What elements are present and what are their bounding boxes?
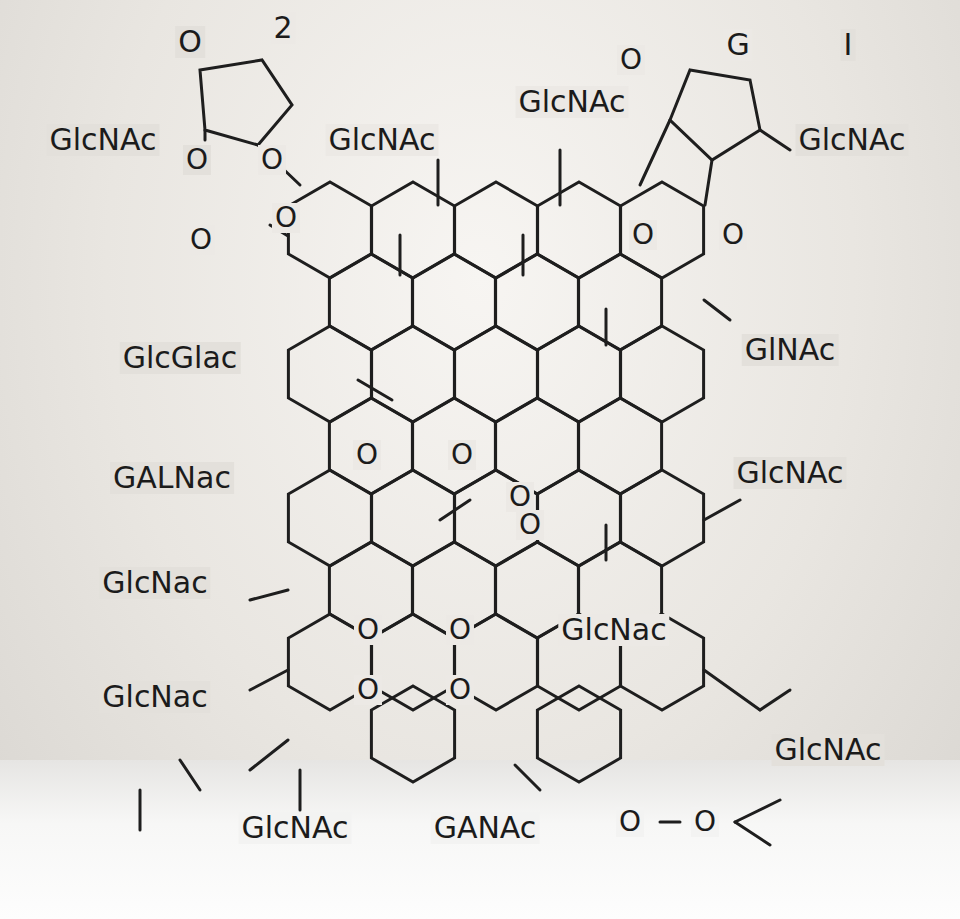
sugar-label: GlcNac: [99, 681, 210, 713]
atom-label: O: [506, 482, 534, 512]
hexagon-rings: [288, 182, 703, 782]
atom-label: O: [516, 510, 544, 540]
sugar-label: GALNac: [110, 462, 234, 494]
atom-label: O: [616, 807, 644, 837]
sugar-label: GlcNAc: [771, 734, 884, 766]
atom-label: O: [187, 225, 215, 255]
atom-label: O: [691, 807, 719, 837]
sugar-label: GlcNac: [99, 567, 210, 599]
sugar-label: GlcGlac: [120, 342, 241, 374]
atom-label: O: [353, 440, 381, 470]
atom-label: O: [183, 145, 211, 175]
atom-label: 2: [270, 12, 295, 44]
atom-label: O: [354, 615, 382, 645]
atom-label: O: [272, 203, 300, 233]
sugar-label: GlcNAc: [325, 124, 438, 156]
sugar-label: GlcNAc: [733, 457, 846, 489]
atom-label: O: [617, 45, 645, 75]
atom-label: O: [354, 675, 382, 705]
sugar-label: GlcNAc: [515, 86, 628, 118]
atom-label: O: [448, 440, 476, 470]
bonds: [140, 60, 790, 845]
atom-label: O: [719, 220, 747, 250]
atom-label: O: [446, 675, 474, 705]
sugar-label: GlNAc: [742, 334, 839, 366]
sugar-label: GlcNac: [558, 614, 669, 646]
atom-label: O: [629, 220, 657, 250]
sugar-label: GlcNAc: [238, 812, 351, 844]
atom-label: G: [723, 29, 752, 61]
atom-label: I: [841, 29, 856, 61]
sugar-label: GlcNAc: [46, 124, 159, 156]
sugar-label: GANAc: [431, 812, 540, 844]
atom-label: O: [446, 615, 474, 645]
atom-label: O: [175, 26, 205, 58]
sugar-label: GlcNAc: [795, 124, 908, 156]
atom-label: O: [258, 145, 286, 175]
